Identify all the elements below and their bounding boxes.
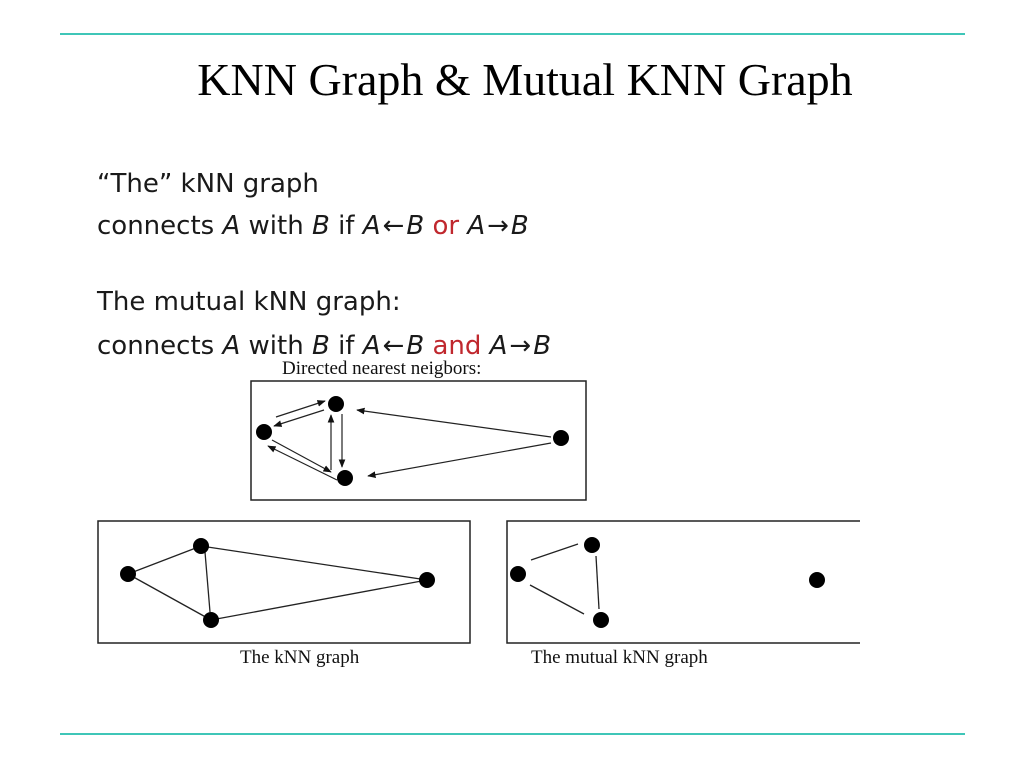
mutual-rule: connects A with B if A←B and A→B: [97, 329, 551, 363]
knn-edge: [200, 545, 428, 581]
mutual-node: [593, 612, 609, 628]
left-arrow-icon: ←: [382, 211, 405, 241]
knn-node: [419, 572, 435, 588]
mutual-rule-if: if: [338, 331, 355, 361]
knn-rule: connects A with B if A←B or A→B: [97, 209, 529, 243]
mutual-frame: [506, 520, 860, 644]
mutual-rule-b: B: [311, 331, 330, 361]
knn-graph: The kNN graph: [97, 520, 471, 668]
directed-edge: [275, 400, 326, 418]
mutual-rule-b2: B: [406, 331, 425, 361]
directed-edge: [271, 439, 332, 473]
knn-rule-b3: B: [510, 211, 529, 241]
knn-rule-b2: B: [406, 211, 425, 241]
knn-node: [203, 612, 219, 628]
left-arrow-icon: ←: [382, 331, 405, 361]
knn-node: [120, 566, 136, 582]
right-arrow-icon: →: [509, 331, 532, 361]
knn-heading: “The” kNN graph: [97, 169, 319, 199]
mutual-edge: [595, 555, 600, 610]
directed-node: [337, 470, 353, 486]
knn-rule-if: if: [338, 211, 355, 241]
mutual-graph: The mutual kNN graph: [506, 520, 860, 668]
directed-caption: Directed nearest neigbors:: [282, 358, 481, 379]
directed-graph: Directed nearest neigbors:: [250, 358, 587, 501]
mutual-caption: The mutual kNN graph: [531, 647, 708, 668]
top-rule: [60, 33, 965, 35]
mutual-edge: [529, 584, 585, 615]
mutual-rule-a2: A: [362, 331, 381, 361]
directed-edge: [273, 409, 325, 427]
knn-edge: [127, 545, 202, 575]
directed-edge: [267, 445, 338, 481]
directed-node: [328, 396, 344, 412]
knn-edge: [210, 579, 428, 621]
bottom-rule: [60, 733, 965, 735]
mutual-rule-with: with: [248, 331, 304, 361]
knn-edge: [204, 551, 211, 613]
mutual-heading: The mutual kNN graph:: [97, 287, 401, 317]
mutual-node: [584, 537, 600, 553]
mutual-node: [809, 572, 825, 588]
knn-edge: [127, 573, 212, 621]
mutual-rule-connector: and: [432, 331, 482, 361]
mutual-edge: [530, 543, 579, 561]
knn-rule-b: B: [311, 211, 330, 241]
mutual-rule-b3: B: [533, 331, 552, 361]
right-arrow-icon: →: [487, 211, 509, 241]
knn-frame: [97, 520, 471, 644]
directed-node: [256, 424, 272, 440]
directed-edge: [367, 442, 552, 478]
knn-rule-connects: connects: [97, 211, 215, 241]
mutual-rule-a3: A: [489, 331, 508, 361]
knn-rule-with: with: [248, 211, 304, 241]
knn-rule-a3: A: [467, 211, 486, 241]
mutual-node: [510, 566, 526, 582]
knn-node: [193, 538, 209, 554]
slide-title: KNN Graph & Mutual KNN Graph: [197, 54, 853, 105]
directed-edge: [356, 407, 552, 438]
directed-frame: [250, 380, 587, 501]
mutual-rule-a: A: [222, 331, 241, 361]
mutual-rule-connects: connects: [97, 331, 215, 361]
knn-caption: The kNN graph: [240, 647, 360, 668]
knn-rule-connector: or: [432, 211, 460, 241]
knn-rule-a2: A: [362, 211, 381, 241]
knn-rule-a: A: [222, 211, 241, 241]
directed-node: [553, 430, 569, 446]
